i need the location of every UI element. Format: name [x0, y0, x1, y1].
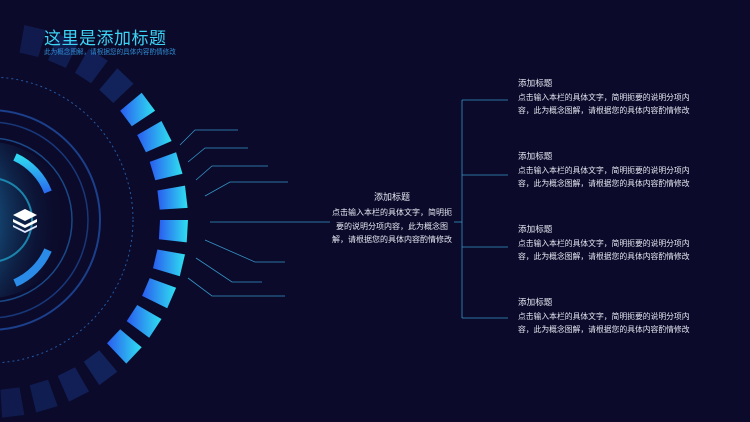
ring-segment [126, 305, 162, 338]
ring-segment [75, 48, 108, 84]
outer-dashed-ring [0, 76, 134, 364]
item-body: 点击输入本栏的具体文字，简明扼要的说明分项内容，此为概念图解，请根据您的具体内容… [518, 166, 690, 189]
connector-line [179, 129, 238, 146]
ring-segment [48, 33, 79, 68]
item-body: 点击输入本栏的具体文字，简明扼要的说明分项内容，此为概念图解，请根据您的具体内容… [518, 312, 690, 335]
stacked-layers-icon [13, 209, 37, 233]
ring-segment [158, 220, 188, 243]
ring-segment [157, 185, 188, 210]
ring-segment [107, 329, 142, 364]
core-arc-top [13, 153, 52, 194]
core-glow [0, 142, 68, 298]
ring-segment [83, 350, 118, 386]
connector-line [195, 257, 262, 283]
page-title: 这里是添加标题 [44, 29, 167, 49]
core-ring [0, 178, 33, 262]
ring-2 [0, 121, 89, 319]
page-subtitle: 此为概念图解，请根据您的具体内容酌情修改 [44, 48, 176, 56]
center-body: 点击输入本栏的具体文字，简明扼要的说明分项内容，此为概念图解，请根据您的具体内容… [332, 208, 452, 244]
list-item: 添加标题 点击输入本栏的具体文字，简明扼要的说明分项内容，此为概念图解，请根据您… [518, 296, 698, 336]
center-heading: 添加标题 [373, 193, 410, 203]
item-heading: 添加标题 [518, 298, 553, 308]
item-heading: 添加标题 [518, 225, 553, 235]
ring-segment [57, 367, 89, 402]
ring-segment [99, 68, 134, 103]
ring-1 [0, 109, 101, 331]
ring-segment [137, 121, 172, 153]
list-item: 添加标题 点击输入本栏的具体文字，简明扼要的说明分项内容，此为概念图解，请根据您… [518, 77, 698, 117]
ring-segment [149, 152, 183, 181]
ring-segment [142, 278, 177, 309]
ring-segment [0, 387, 25, 418]
item-heading: 添加标题 [518, 79, 553, 89]
connector-line [195, 165, 268, 181]
ring-3 [0, 137, 73, 303]
core-arc-bottom [13, 248, 52, 287]
list-item: 添加标题 点击输入本栏的具体文字，简明扼要的说明分项内容，此为概念图解，请根据您… [518, 223, 698, 263]
item-body: 点击输入本栏的具体文字，简明扼要的说明分项内容，此为概念图解，请根据您的具体内容… [518, 239, 690, 262]
ring-segment [19, 25, 47, 57]
connector-line [187, 147, 248, 163]
item-body: 点击输入本栏的具体文字，简明扼要的说明分项内容，此为概念图解，请根据您的具体内容… [518, 93, 690, 116]
connector-line [204, 181, 288, 197]
item-heading: 添加标题 [518, 152, 553, 162]
ring-segment [120, 92, 156, 127]
list-item: 添加标题 点击输入本栏的具体文字，简明扼要的说明分项内容，此为概念图解，请根据您… [518, 150, 698, 190]
connector-line [187, 277, 285, 297]
ring-segment [29, 379, 58, 413]
ring-segment [153, 249, 185, 277]
center-text-block: 添加标题 点击输入本栏的具体文字，简明扼要的说明分项内容，此为概念图解，请根据您… [330, 190, 454, 247]
connector-line [204, 239, 285, 263]
